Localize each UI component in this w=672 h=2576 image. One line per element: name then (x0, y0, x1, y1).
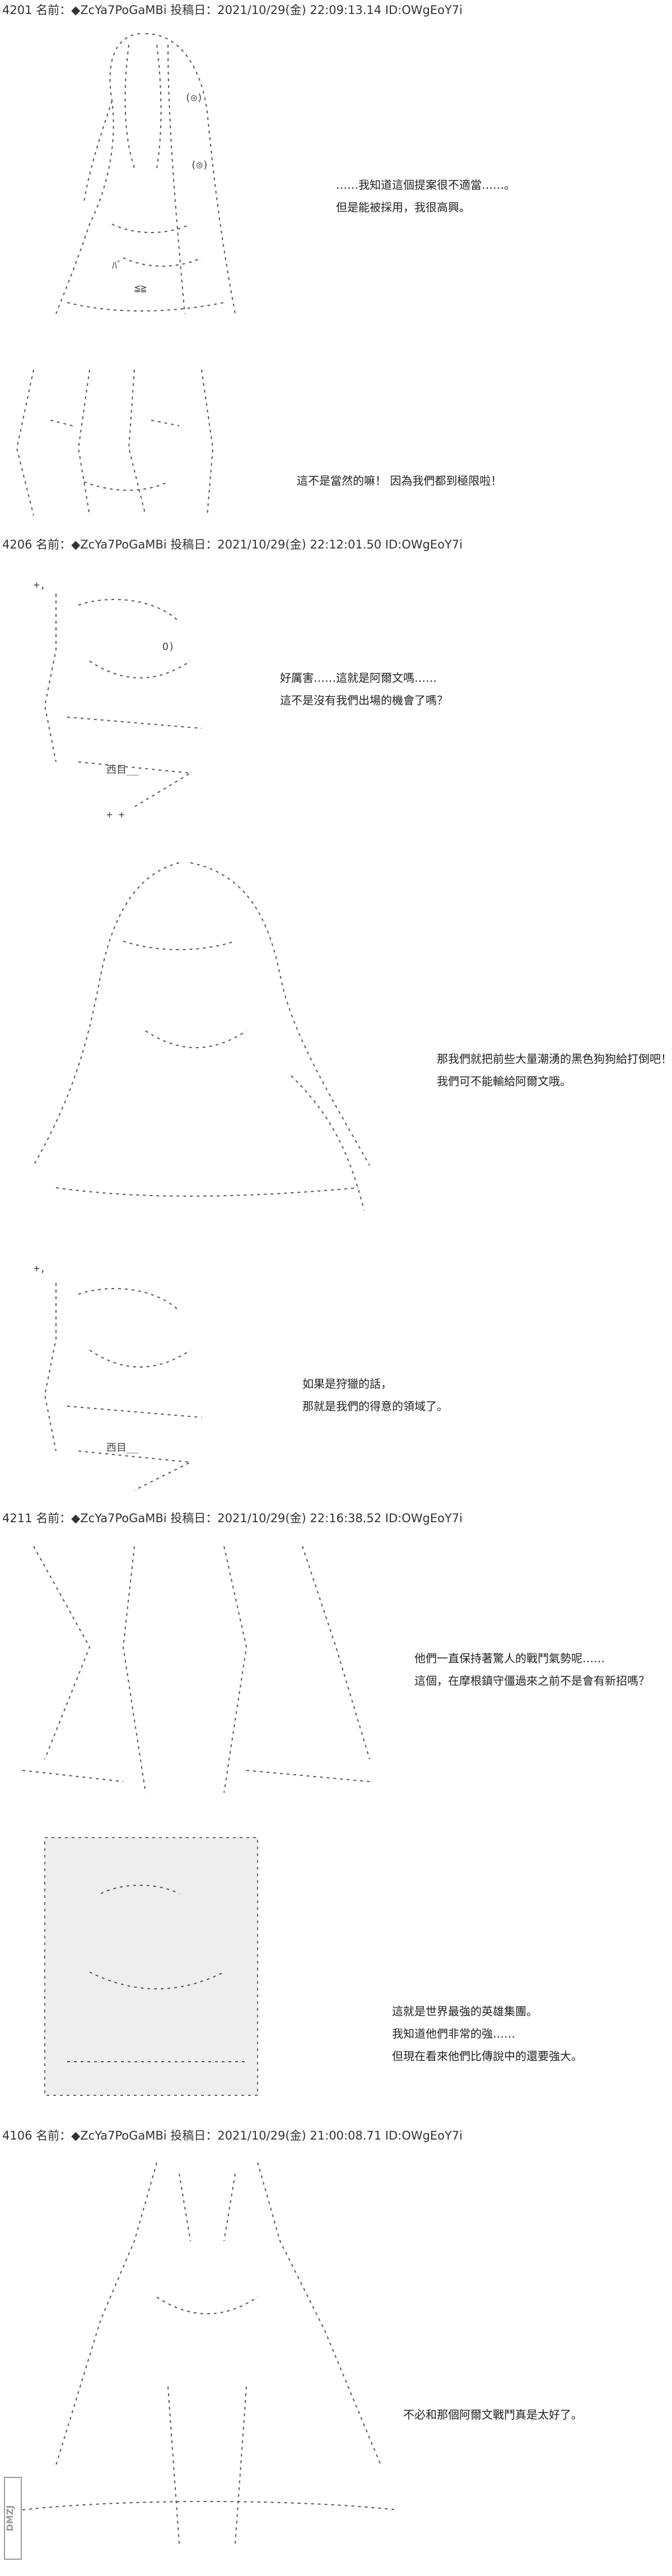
svg-text:(◎): (◎) (185, 92, 203, 104)
svg-text:+,: +, (34, 579, 46, 591)
dialogue-line: 我們可不能輸給阿爾文哦。 (437, 1075, 571, 1088)
aa-art-spiky-hair-figure (22, 2162, 398, 2544)
svg-text:西目__: 西目__ (106, 1442, 139, 1454)
svg-text:≦≧: ≦≧ (134, 282, 147, 294)
site-watermark-logo: DMZJ (4, 2477, 22, 2560)
aa-art-long-hair-girl: (◎) (◎) ﾊﾞ ≦≧ (55, 33, 236, 314)
aa-art-battle-crowd (22, 1546, 370, 1793)
svg-text:西目__: 西目__ (106, 764, 139, 776)
dialogue-line: 這就是世界最強的英雄集團。 (392, 2005, 538, 2018)
aa-art-dark-cloak (44, 1837, 258, 2096)
svg-text:+ +: + + (106, 809, 125, 821)
svg-text:+,: +, (34, 1263, 46, 1275)
svg-text:DMZJ: DMZJ (4, 2505, 15, 2532)
dialogue-line: 那我們就把前些大量潮湧的黑色狗狗給打倒吧！ (437, 1052, 672, 1066)
aa-art-group-faces (16, 369, 214, 516)
svg-text:ﾊﾞ: ﾊﾞ (112, 260, 122, 272)
dialogue-box: 如果是狩獵的話， 那就是我們的得意的領域了。 (302, 1373, 448, 1417)
dialogue-line: 我知道他們非常的強…… (392, 2027, 515, 2040)
post-header-4211: 4211 名前：◆ZcYa7PoGaMBi 投稿日：2021/10/29(金) … (2, 1512, 463, 1525)
aa-art-flowing-hair-girl (33, 862, 370, 1211)
dialogue-line: 如果是狩獵的話， (302, 1377, 392, 1391)
dialogue-box: 這就是世界最強的英雄集團。 我知道他們非常的強…… 但現在看來他們比傳說中的還要… (392, 2000, 582, 2067)
dialogue-line: ……我知道這個提案很不適當……。 (336, 178, 515, 192)
dialogue-box: 這不是當然的嘛！ 因為我們都到極限啦！ (297, 469, 502, 492)
post-header-4106: 4106 名前：◆ZcYa7PoGaMBi 投稿日：2021/10/29(金) … (2, 2129, 463, 2142)
dialogue-line: 那就是我們的得意的領域了。 (302, 1399, 448, 1413)
dialogue-line: 但現在看來他們比傳說中的還要強大。 (392, 2049, 582, 2063)
dialogue-box: 那我們就把前些大量潮湧的黑色狗狗給打倒吧！ 我們可不能輸給阿爾文哦。 (437, 1048, 672, 1092)
dialogue-box: ……我知道這個提案很不適當……。 但是能被採用，我很高興。 (336, 174, 515, 218)
svg-text:O): O) (162, 641, 175, 653)
dialogue-line: 他們一直保持著驚人的戰鬥氣勢呢…… (414, 1652, 605, 1665)
post-header-4201: 4201 名前：◆ZcYa7PoGaMBi 投稿日：2021/10/29(金) … (2, 3, 463, 17)
dialogue-line: 這不是當然的嘛！ 因為我們都到極限啦！ (297, 474, 502, 487)
dialogue-line: 這個，在摩根鎮守僵過來之前不是會有新招嗎？ (414, 1674, 650, 1687)
dialogue-line: 這不是沒有我們出場的機會了嗎？ (280, 694, 448, 707)
dialogue-line: 不必和那個阿爾文戰鬥真是太好了。 (403, 2408, 582, 2421)
dialogue-box: 不必和那個阿爾文戰鬥真是太好了。 (403, 2403, 582, 2426)
dialogue-box: 他們一直保持著驚人的戰鬥氣勢呢…… 這個，在摩根鎮守僵過來之前不是會有新招嗎？ (414, 1647, 650, 1692)
dialogue-box: 好厲害……這就是阿爾文嗎…… 這不是沒有我們出場的機會了嗎？ (280, 667, 448, 712)
post-header-4206: 4206 名前：◆ZcYa7PoGaMBi 投稿日：2021/10/29(金) … (2, 538, 463, 551)
svg-text:(◎): (◎) (190, 159, 209, 171)
dialogue-line: 好厲害……這就是阿爾文嗎…… (280, 671, 437, 685)
dialogue-line: 但是能被採用，我很高興。 (336, 201, 470, 214)
aa-art-hat-girl-2: +, 西目__ (34, 1263, 202, 1491)
aa-art-hat-girl: +, O) 西目__ + + (34, 579, 202, 821)
